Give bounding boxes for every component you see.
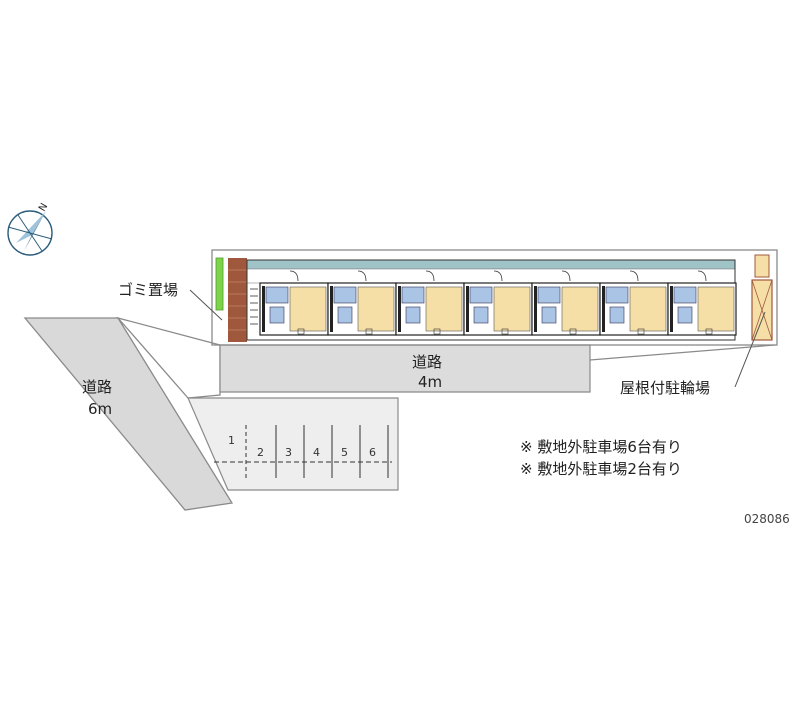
unit-door-swing bbox=[561, 270, 571, 282]
unit-window bbox=[297, 328, 305, 335]
stall-3: 3 bbox=[285, 446, 292, 459]
unit-window bbox=[705, 328, 713, 335]
unit-wall bbox=[262, 286, 265, 332]
garbage-label: ゴミ置場 bbox=[118, 281, 178, 299]
unit-door-swing bbox=[493, 270, 503, 282]
unit-window bbox=[501, 328, 509, 335]
bicycle-shed-cross-b bbox=[751, 279, 773, 341]
unit-door-swing bbox=[697, 270, 707, 282]
side-road-name: 道路 bbox=[82, 378, 112, 396]
unit-kitchen bbox=[405, 306, 421, 324]
unit-door-swing bbox=[629, 270, 639, 282]
stall-6: 6 bbox=[369, 446, 376, 459]
unit-bath bbox=[333, 286, 357, 304]
unit-room bbox=[697, 286, 735, 332]
unit-room bbox=[629, 286, 667, 332]
stall-4: 4 bbox=[313, 446, 320, 459]
unit-wall bbox=[466, 286, 469, 332]
unit-wall bbox=[670, 286, 673, 332]
brick-pattern bbox=[228, 269, 247, 331]
unit-door-swing bbox=[425, 270, 435, 282]
compass-north-label: N bbox=[37, 202, 50, 214]
main-road bbox=[219, 344, 591, 393]
unit-bath bbox=[469, 286, 493, 304]
unit-kitchen bbox=[269, 306, 285, 324]
garbage-area bbox=[215, 257, 224, 311]
main-road-width: 4m bbox=[418, 373, 442, 391]
side-road-edge bbox=[116, 316, 221, 399]
site-boundary bbox=[211, 249, 778, 346]
unit-wall bbox=[398, 286, 401, 332]
stall-1: 1 bbox=[228, 434, 235, 447]
garbage-leader bbox=[189, 289, 223, 321]
property-code: 028086 bbox=[744, 512, 790, 526]
unit-bath bbox=[265, 286, 289, 304]
unit-kitchen bbox=[541, 306, 557, 324]
unit-door-swing bbox=[357, 270, 367, 282]
note-parking-6: ※ 敷地外駐車場6台有り bbox=[520, 438, 682, 456]
bicycle-label: 屋根付駐輪場 bbox=[620, 379, 710, 397]
brick-wall bbox=[228, 258, 247, 342]
unit-room bbox=[357, 286, 395, 332]
unit-wall bbox=[534, 286, 537, 332]
bicycle-leader bbox=[734, 311, 766, 388]
parking-lot bbox=[187, 397, 399, 491]
unit-bath bbox=[673, 286, 697, 304]
unit-room bbox=[289, 286, 327, 332]
garbage-corner bbox=[211, 318, 220, 346]
side-road-width: 6m bbox=[88, 400, 112, 418]
unit-wall bbox=[602, 286, 605, 332]
building-top-strip bbox=[246, 259, 736, 270]
parking-stall-numbers: 1 2 3 4 5 6 bbox=[228, 434, 376, 459]
unit-window bbox=[365, 328, 373, 335]
unit-wall bbox=[330, 286, 333, 332]
note-parking-2: ※ 敷地外駐車場2台有り bbox=[520, 460, 682, 478]
unit-kitchen bbox=[677, 306, 693, 324]
bicycle-shed-top bbox=[754, 254, 770, 278]
unit-bath bbox=[605, 286, 629, 304]
stall-5: 5 bbox=[341, 446, 348, 459]
unit-room bbox=[561, 286, 599, 332]
unit-window bbox=[433, 328, 441, 335]
main-road-name: 道路 bbox=[412, 353, 442, 371]
unit-window bbox=[637, 328, 645, 335]
unit-room bbox=[493, 286, 531, 332]
stall-2: 2 bbox=[257, 446, 264, 459]
unit-room bbox=[425, 286, 463, 332]
unit-bath bbox=[537, 286, 561, 304]
unit-kitchen bbox=[473, 306, 489, 324]
unit-bath bbox=[401, 286, 425, 304]
unit-door-swing bbox=[289, 270, 299, 282]
unit-window bbox=[569, 328, 577, 335]
building-corridor bbox=[246, 268, 736, 284]
side-road bbox=[23, 317, 234, 511]
building-units bbox=[250, 270, 737, 336]
unit-kitchen bbox=[337, 306, 353, 324]
unit-kitchen bbox=[609, 306, 625, 324]
main-road-right-edge bbox=[589, 344, 776, 361]
parking-stall-lines bbox=[214, 425, 392, 478]
compass-icon bbox=[7, 210, 53, 256]
